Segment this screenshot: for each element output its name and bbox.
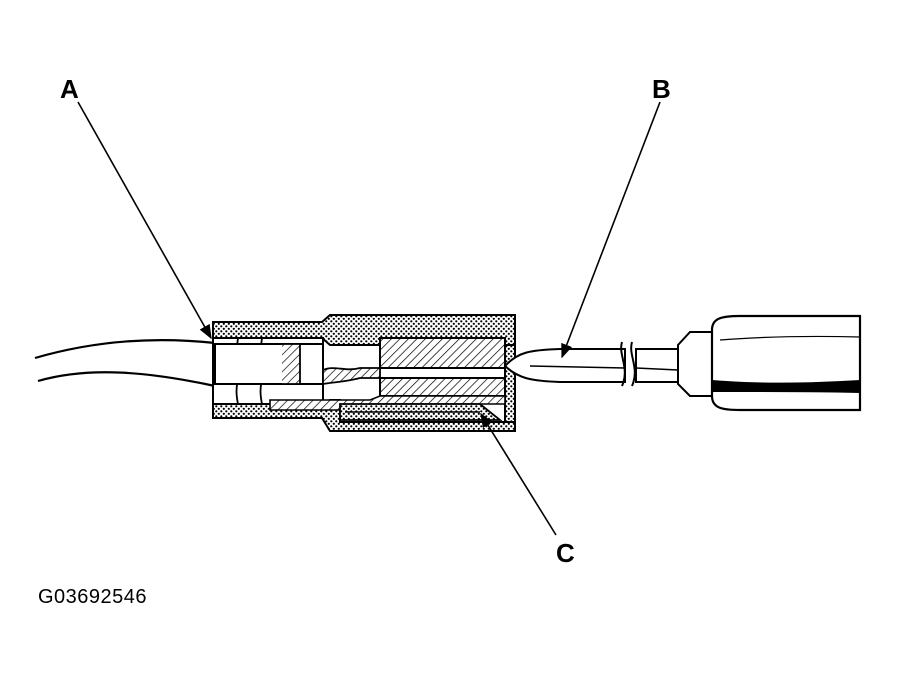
leader-c [480, 412, 557, 536]
locking-lance [339, 403, 503, 421]
terminal [269, 337, 506, 411]
wire-harness [34, 339, 216, 388]
wire-insulation [214, 343, 324, 385]
probe-tool [503, 314, 862, 412]
leader-b [561, 101, 661, 359]
figure-id: G03692546 [38, 586, 148, 608]
leader-lines [77, 101, 661, 536]
callout-b-label: B [652, 74, 671, 104]
leader-a [77, 101, 212, 340]
callout-a-label: A [60, 74, 79, 104]
callout-c-label: C [556, 538, 575, 568]
